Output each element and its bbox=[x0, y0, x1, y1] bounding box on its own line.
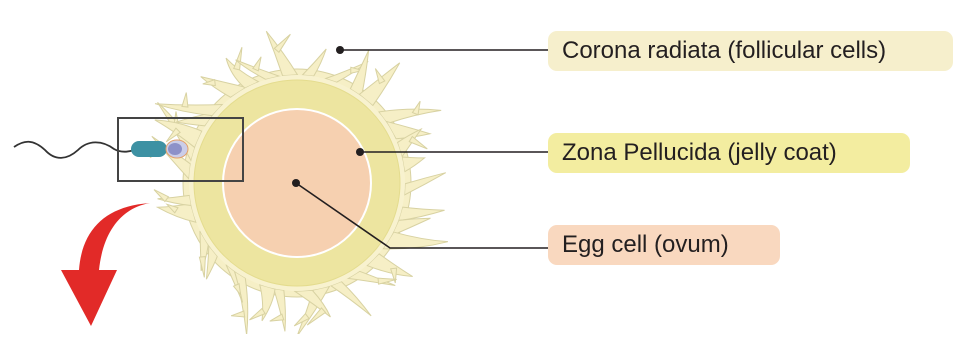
red-curved-arrow-icon bbox=[61, 203, 150, 326]
follicular-cell bbox=[383, 232, 448, 249]
follicular-cell-branch bbox=[231, 311, 245, 317]
follicular-cell-branch bbox=[409, 136, 427, 148]
follicular-cell-branch bbox=[199, 257, 205, 278]
sperm-midpiece bbox=[131, 141, 167, 157]
follicular-cell bbox=[402, 157, 424, 172]
follicular-cell bbox=[379, 109, 441, 123]
follicular-cell-branch bbox=[270, 314, 284, 321]
follicular-cell-branch bbox=[182, 93, 188, 107]
follicular-cell-branch bbox=[234, 284, 241, 295]
follicular-cell-branch bbox=[274, 34, 290, 52]
sperm-icon bbox=[14, 140, 188, 158]
label-zona-pellucida: Zona Pellucida (jelly coat) bbox=[548, 133, 910, 173]
label-egg-cell: Egg cell (ovum) bbox=[548, 225, 780, 265]
follicular-cell bbox=[274, 289, 286, 332]
sperm-tail bbox=[14, 142, 134, 158]
leader-dot-corona bbox=[336, 46, 344, 54]
leader-dot-zona bbox=[356, 148, 364, 156]
sperm-nucleus bbox=[168, 143, 182, 155]
follicular-cell bbox=[266, 31, 297, 76]
follicular-cell bbox=[260, 285, 275, 321]
leader-dot-egg bbox=[292, 179, 300, 187]
follicular-cell-branch bbox=[234, 47, 242, 70]
label-corona-radiata: Corona radiata (follicular cells) bbox=[548, 31, 953, 71]
follicular-cell bbox=[158, 204, 196, 223]
follicular-cell bbox=[331, 282, 371, 316]
